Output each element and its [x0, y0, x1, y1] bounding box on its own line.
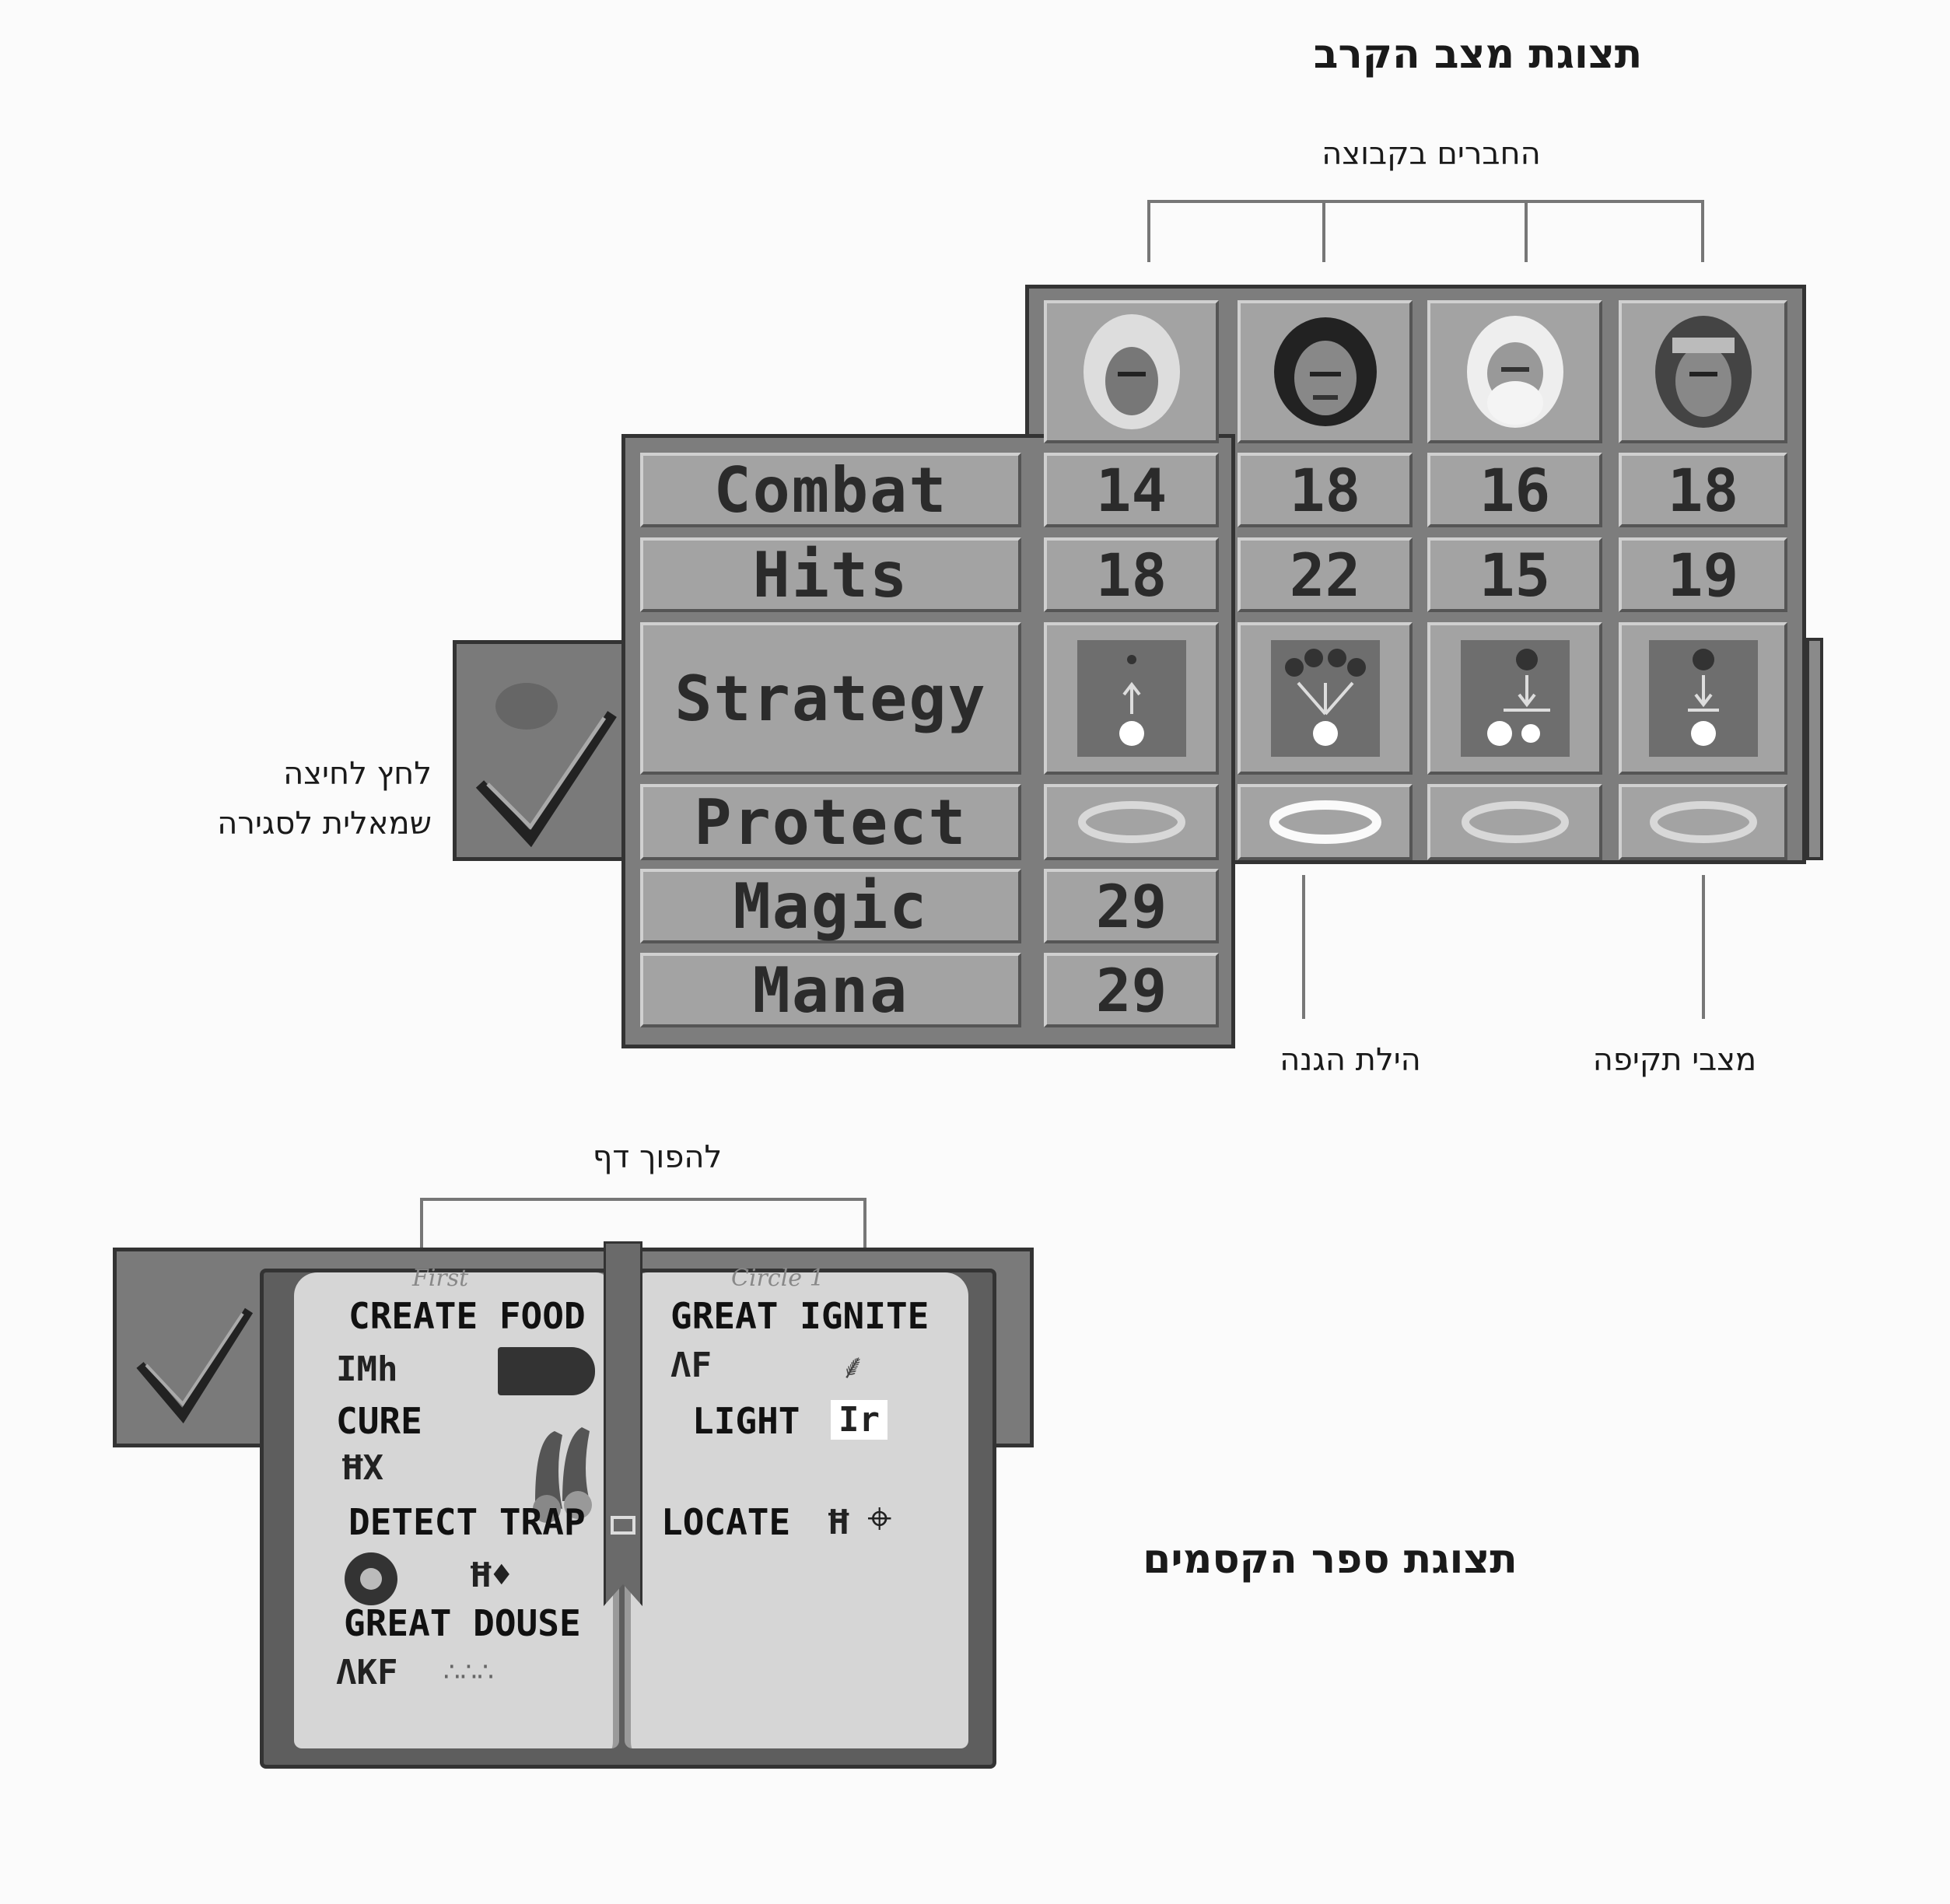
close-check-button[interactable] [453, 640, 625, 861]
protect-toggle-2[interactable] [1238, 784, 1413, 860]
hits-value-4: 19 [1619, 537, 1787, 612]
portrait-icon [1273, 317, 1377, 426]
food-icon [498, 1347, 595, 1395]
strategy-button-4[interactable] [1619, 622, 1787, 775]
spell-runes: ĦX [342, 1448, 383, 1488]
spell-runes: IMh [336, 1349, 398, 1389]
close-check-button[interactable] [124, 1264, 257, 1435]
spell-runes: Ħ [828, 1503, 849, 1542]
combat-value-4: 18 [1619, 453, 1787, 527]
spell-runes: Ir [831, 1400, 887, 1440]
magic-value: 29 [1044, 869, 1219, 943]
protect-toggle-1[interactable] [1044, 784, 1219, 860]
protect-toggle-3[interactable] [1427, 784, 1602, 860]
attack-modes-caption: מצבי תקיפה [1592, 1042, 1757, 1078]
strategy-berserk-icon [1648, 640, 1758, 757]
right-page-header: Circle 1 [731, 1265, 824, 1292]
close-hint-line1: לחץ לחיצה [283, 756, 432, 792]
protect-aura-caption: הילת הגנה [1280, 1042, 1421, 1078]
portrait-icon [1654, 316, 1752, 428]
hits-value-3: 15 [1427, 537, 1602, 612]
protect-ring-icon [1649, 801, 1757, 843]
left-page-header: First [412, 1265, 469, 1292]
checkmark-icon [475, 683, 617, 848]
protect-ring-icon [1269, 800, 1381, 844]
stat-label-strategy: Strategy [640, 622, 1021, 775]
spell-runes: Ħ♦ [471, 1556, 512, 1595]
party-member-portrait-2[interactable] [1238, 300, 1413, 443]
strategy-flank-icon [1270, 640, 1380, 757]
attack-modes-pointer [1702, 875, 1705, 1019]
party-member-portrait-4[interactable] [1619, 300, 1787, 443]
spell-runes: ΛKF [336, 1653, 398, 1692]
stat-label-protect: Protect [640, 784, 1021, 860]
spell-locate[interactable]: LOCATE [661, 1501, 791, 1543]
mana-value: 29 [1044, 953, 1219, 1027]
strategy-advance-icon [1077, 640, 1186, 757]
combat-value-2: 18 [1238, 453, 1413, 527]
protect-ring-icon [1461, 801, 1569, 843]
combat-display-title: תצוגת מצב הקרב [1313, 31, 1643, 78]
strategy-button-3[interactable] [1427, 622, 1602, 775]
stat-label-hits: Hits [640, 537, 1021, 612]
strategy-button-2[interactable] [1238, 622, 1413, 775]
stat-label-combat: Combat [640, 453, 1021, 527]
spell-great-ignite[interactable]: GREAT IGNITE [670, 1295, 929, 1337]
close-hint-line2: שמאלית לסגירה [217, 806, 432, 842]
hits-value-2: 22 [1238, 537, 1413, 612]
page-ribbon-bookmark[interactable] [604, 1241, 642, 1606]
stat-label-mana: Mana [640, 953, 1021, 1027]
flame-icon: ⸙ [840, 1347, 866, 1387]
protect-aura-pointer [1302, 875, 1305, 1019]
hits-value-1: 18 [1044, 537, 1219, 612]
protect-ring-icon [1077, 801, 1185, 843]
party-member-portrait-1[interactable] [1044, 300, 1219, 443]
combat-value-1: 14 [1044, 453, 1219, 527]
protect-toggle-4[interactable] [1619, 784, 1787, 860]
checkmark-icon [136, 1307, 254, 1424]
eye-icon [345, 1552, 397, 1605]
portrait-icon [1466, 316, 1563, 428]
crosshair-icon: ⌖ [867, 1493, 892, 1544]
spell-detect-trap[interactable]: DETECT TRAP [348, 1501, 586, 1543]
party-members-caption: החברים בקבוצה [1322, 136, 1541, 172]
spellbook-display-title: תצוגת ספר הקסמים [1143, 1536, 1518, 1583]
water-drops-icon: ∴∴∴ [443, 1657, 494, 1688]
portrait-icon [1083, 314, 1180, 429]
strategy-button-1[interactable] [1044, 622, 1219, 775]
spell-runes: ΛF [670, 1346, 712, 1385]
cure-potion-icon [533, 1427, 592, 1523]
spell-great-douse[interactable]: GREAT DOUSE [344, 1602, 581, 1644]
stat-label-magic: Magic [640, 869, 1021, 943]
combat-value-3: 16 [1427, 453, 1602, 527]
turn-page-caption: להפוך דף [592, 1139, 723, 1175]
spell-cure[interactable]: CURE [336, 1400, 422, 1442]
spell-light[interactable]: LIGHT [692, 1400, 800, 1442]
strategy-defend-icon [1460, 640, 1570, 757]
spell-create-food[interactable]: CREATE FOOD [348, 1295, 586, 1337]
party-member-portrait-3[interactable] [1427, 300, 1602, 443]
